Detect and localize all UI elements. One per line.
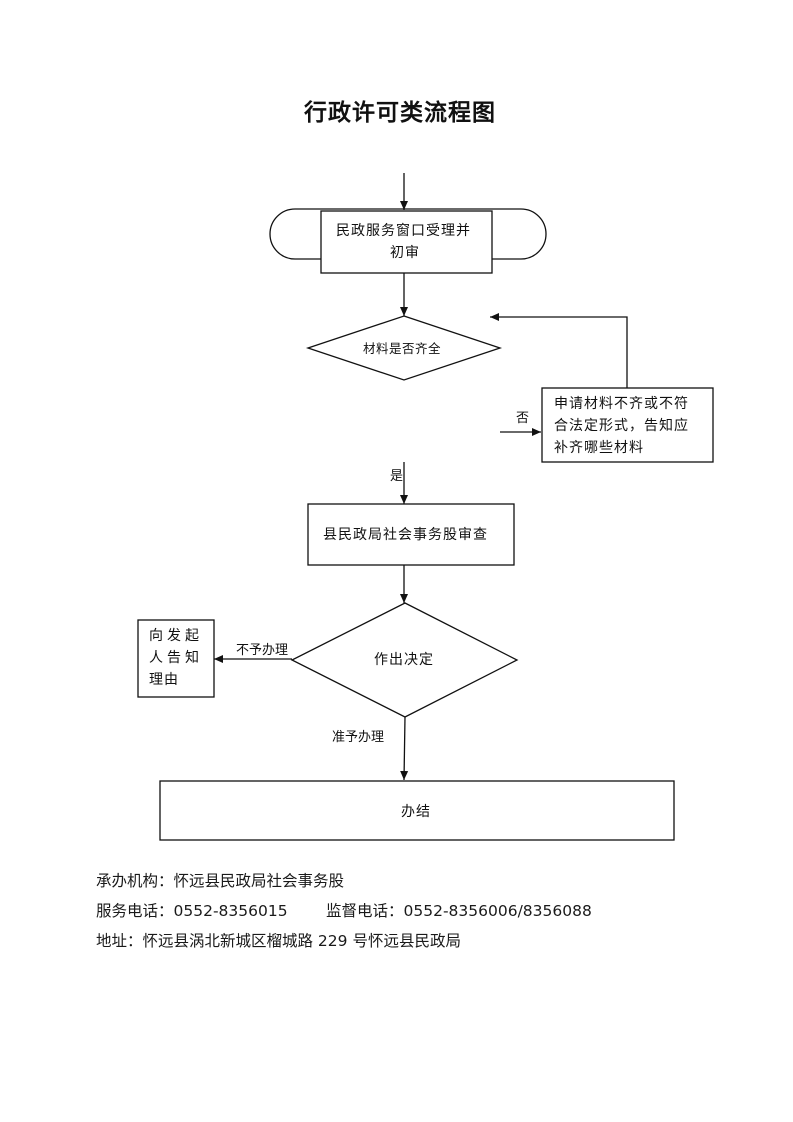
notify-reason-line-1: 向发起 (149, 628, 203, 644)
materials-check-text: 材料是否齐全 (363, 341, 442, 356)
footer-supervise-phone: 监督电话：0552-8356006/8356088 (326, 902, 592, 920)
arrow-loop-back (490, 313, 628, 388)
edge-label-not-approved: 不予办理 (236, 643, 289, 658)
notify-reason-box (137, 619, 215, 698)
edge-label-no: 否 (516, 411, 530, 426)
supplement-notice-line-3: 补齐哪些材料 (554, 440, 644, 456)
window-acceptance-text-line-2: 初审 (390, 245, 420, 261)
review-box (307, 503, 515, 566)
arrow-approved (400, 716, 409, 781)
footer-office: 承办机构：怀远县民政局社会事务股 (96, 872, 345, 890)
edge-label-yes: 是 (390, 469, 404, 484)
complete-box (159, 780, 675, 841)
review-text: 县民政局社会事务股审查 (323, 527, 488, 543)
footer-address: 地址：怀远县涡北新城区榴城路 229 号怀远县民政局 (96, 932, 461, 950)
materials-check-diamond (305, 315, 503, 381)
page-title: 行政许可类流程图 (304, 99, 496, 126)
notify-reason-line-2: 人告知 (149, 650, 203, 666)
supplement-notice-line-2: 合法定形式，告知应 (554, 418, 689, 434)
notify-reason-line-3: 理由 (149, 672, 179, 688)
footer-service-phone: 服务电话：0552-8356015 (96, 902, 288, 920)
window-acceptance-text-line-1: 民政服务窗口受理并 (336, 223, 471, 239)
edge-label-approved: 准予办理 (332, 730, 385, 745)
supplement-notice-line-1: 申请材料不齐或不符 (554, 396, 689, 412)
decision-text: 作出决定 (374, 652, 434, 668)
window-acceptance-box (320, 210, 493, 274)
complete-text: 办结 (401, 804, 431, 820)
